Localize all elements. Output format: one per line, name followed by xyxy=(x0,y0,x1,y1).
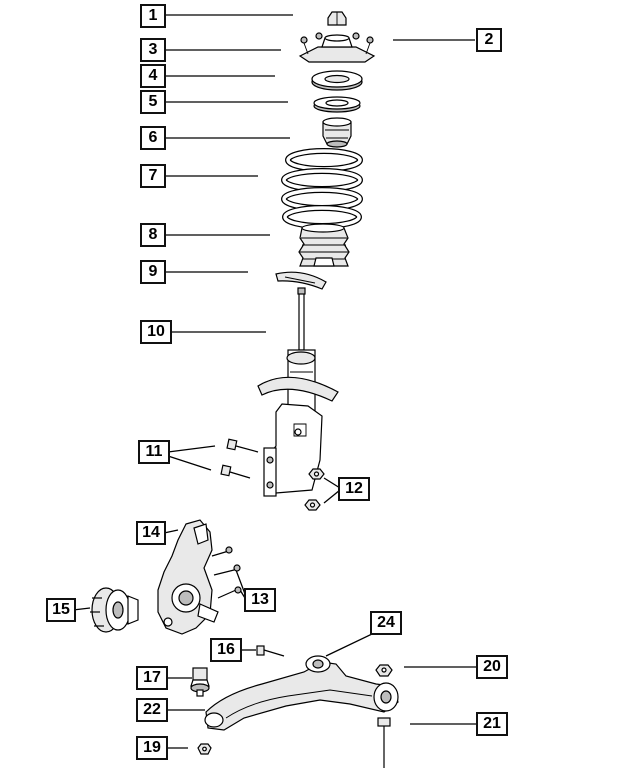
callout-3: 3 xyxy=(140,38,166,62)
callout-16: 16 xyxy=(210,638,242,662)
callout-12: 12 xyxy=(338,477,370,501)
strut-nuts-part xyxy=(304,468,325,511)
callout-21: 21 xyxy=(476,712,508,736)
lower-arm-bolt-part xyxy=(256,645,285,657)
callout-22: 22 xyxy=(136,698,168,722)
callout-7: 7 xyxy=(140,164,166,188)
lower-isolator-part xyxy=(275,271,327,290)
callout-13: 13 xyxy=(244,588,276,612)
callout-24: 24 xyxy=(370,611,402,635)
callout-15: 15 xyxy=(46,598,76,622)
strut-mount-part xyxy=(298,32,376,63)
strut-bearing-part xyxy=(311,70,363,91)
arm-nut-part xyxy=(375,664,393,677)
strut-bolts-part xyxy=(220,438,259,479)
callout-8: 8 xyxy=(140,223,166,247)
steering-knuckle-part xyxy=(157,519,219,635)
upper-spring-seat-part xyxy=(313,96,361,113)
callout-20: 20 xyxy=(476,655,508,679)
callout-10: 10 xyxy=(140,320,172,344)
dust-boot-part xyxy=(298,223,350,267)
callout-14: 14 xyxy=(136,521,166,545)
leader-lines xyxy=(72,14,478,749)
hub-bearing-part xyxy=(90,587,139,633)
callout-1: 1 xyxy=(140,4,166,28)
callout-11: 11 xyxy=(138,440,170,464)
callout-17: 17 xyxy=(136,666,168,690)
callout-2: 2 xyxy=(476,28,502,52)
callout-9: 9 xyxy=(140,260,166,284)
strut-assembly-part xyxy=(257,287,339,497)
callout-4: 4 xyxy=(140,64,166,88)
coil-spring-part xyxy=(281,148,363,229)
callout-5: 5 xyxy=(140,90,166,114)
callout-6: 6 xyxy=(140,126,166,150)
lower-control-arm-part xyxy=(204,655,399,731)
knuckle-bolts-part xyxy=(211,546,242,599)
ball-joint-nut-part xyxy=(197,743,212,755)
arm-long-bolt-part xyxy=(377,717,391,768)
callout-19: 19 xyxy=(136,736,168,760)
ball-joint-part xyxy=(190,667,210,697)
top-nut-part xyxy=(327,11,347,26)
jounce-bumper-part xyxy=(322,117,352,148)
